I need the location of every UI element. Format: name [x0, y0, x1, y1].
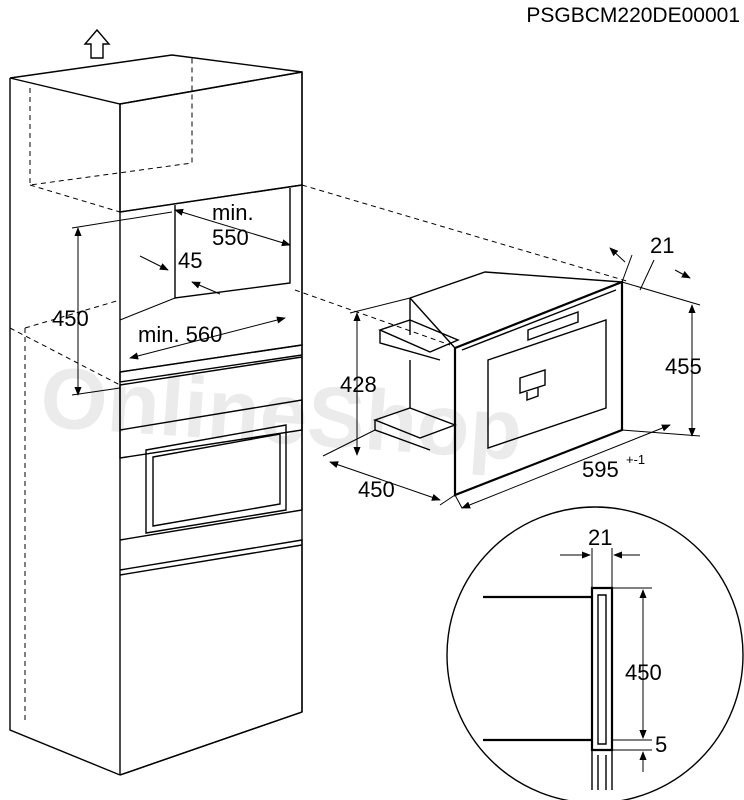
detail-height-value: 450 — [625, 660, 662, 685]
tall-cabinet — [9, 54, 303, 776]
niche-width-value: min. 560 — [138, 322, 222, 347]
document-code: PSGBCM220DE00001 — [526, 4, 740, 27]
up-arrow-icon — [83, 28, 111, 59]
appliance-inner-height-value: 428 — [340, 372, 377, 397]
depth-min-value: 550 — [212, 225, 249, 250]
watermark: OnlineShop — [37, 349, 525, 478]
projection-lines — [294, 184, 631, 346]
detail-front-value: 21 — [588, 525, 612, 550]
appliance-height-value: 455 — [665, 354, 702, 379]
appliance-depth-value: 450 — [358, 477, 395, 502]
setback-value: 45 — [178, 248, 202, 273]
detail-view: 21 450 5 — [446, 506, 744, 800]
appliance-width-tolerance: +-1 — [626, 452, 645, 467]
depth-min-label: min. — [212, 200, 254, 225]
appliance-depth-total-value: 21 — [650, 233, 674, 258]
appliance-width-value: 595 — [582, 457, 619, 482]
detail-gap-value: 5 — [655, 732, 667, 757]
niche-dimensions: min. 550 45 450 min. 560 — [52, 200, 291, 396]
appliance-dimensions: 21 455 428 450 595 +-1 — [322, 233, 702, 509]
svg-text:OnlineShop: OnlineShop — [37, 349, 525, 478]
niche-height-value: 450 — [52, 306, 89, 331]
